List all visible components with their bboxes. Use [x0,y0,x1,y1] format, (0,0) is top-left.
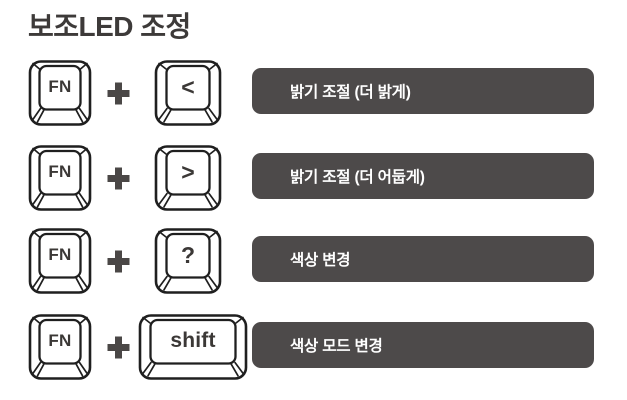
less-than-keycap: < [154,59,222,127]
shortcut-row-brightness-up: FN < 밝기 조절 (더 밝게) [28,59,627,127]
fn-keycap: FN [28,313,92,381]
page-title: 보조LED 조정 [28,11,191,42]
keycap-outline-icon [28,228,92,294]
keycap-outline-icon [28,145,92,211]
shift-key-label: shift [170,329,216,353]
description-badge: 밝기 조절 (더 밝게) [252,68,594,114]
shortcut-row-color-mode-change: FN shift 색상 모드 변경 [28,313,627,381]
fn-key-label: FN [48,77,72,97]
less-than-key-label: < [181,73,195,100]
shortcut-row-brightness-down: FN > 밝기 조절 (더 어둡게) [28,144,627,212]
greater-than-keycap: > [154,144,222,212]
keycap-outline-icon [28,60,92,126]
description-badge: 색상 모드 변경 [252,322,594,368]
description-badge: 색상 변경 [252,236,594,282]
greater-than-key-label: > [181,158,195,185]
keycap-outline-icon [28,314,92,380]
fn-key-label: FN [48,331,72,351]
fn-keycap: FN [28,227,92,295]
description-label: 밝기 조절 (더 어둡게) [290,169,425,186]
plus-icon [105,334,132,361]
keycap-outline-icon [154,60,222,126]
description-badge: 밝기 조절 (더 어둡게) [252,153,594,199]
fn-keycap: FN [28,59,92,127]
plus-icon [105,165,132,192]
keycap-outline-icon [138,314,248,380]
fn-key-label: FN [48,162,72,182]
description-label: 색상 모드 변경 [290,338,383,355]
shortcut-row-color-change: FN ? 색상 변경 [28,227,627,295]
plus-icon [105,80,132,107]
keycap-outline-icon [154,145,222,211]
plus-icon [105,248,132,275]
keycap-outline-icon [154,228,222,294]
question-mark-key-label: ? [180,241,196,268]
question-mark-keycap: ? [154,227,222,295]
description-label: 색상 변경 [290,252,351,269]
shift-keycap: shift [138,313,248,381]
description-label: 밝기 조절 (더 밝게) [290,84,411,101]
fn-keycap: FN [28,144,92,212]
fn-key-label: FN [48,245,72,265]
